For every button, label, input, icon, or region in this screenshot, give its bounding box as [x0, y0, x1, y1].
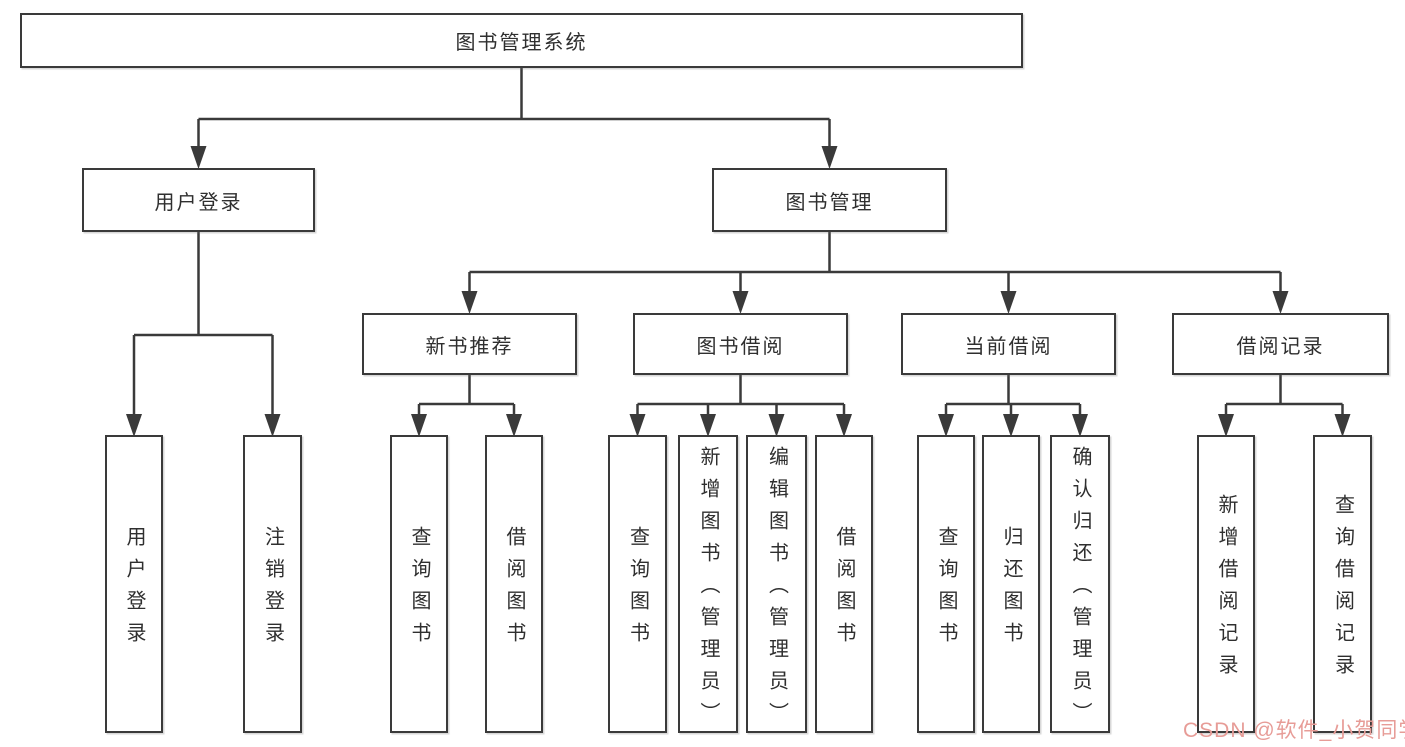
leaf-query-borrow-record: 查询借阅记录: [1313, 435, 1372, 733]
leaf-logout: 注销登录: [243, 435, 302, 733]
node-borrowing-records: 借阅记录: [1172, 313, 1389, 375]
node-label: 归还图书: [1000, 526, 1022, 654]
leaf-query-books-borrowing: 查询图书: [608, 435, 667, 733]
leaf-query-books-current: 查询图书: [917, 435, 975, 733]
leaf-add-borrow-record: 新增借阅记录: [1197, 435, 1255, 733]
node-new-book-recommendation: 新书推荐: [362, 313, 577, 375]
node-label: 注销登录: [261, 526, 284, 654]
node-label: 当前借阅: [964, 335, 1053, 358]
node-label: 查询图书: [935, 526, 957, 654]
node-label: 确认归还（管理员）: [1069, 446, 1091, 734]
node-library-management-system: 图书管理系统: [20, 13, 1023, 68]
node-label: 图书管理: [785, 191, 874, 214]
leaf-add-book-admin: 新增图书（管理员）: [678, 435, 738, 734]
node-label: 用户登录: [154, 191, 243, 214]
node-label: 新增图书（管理员）: [697, 446, 719, 734]
csdn-watermark: CSDN @软件_小贺同学: [1183, 719, 1405, 742]
node-label: 借阅记录: [1236, 335, 1325, 358]
node-label: 借阅图书: [503, 526, 525, 654]
node-label: 新书推荐: [425, 335, 514, 358]
node-label: 查询图书: [626, 526, 649, 654]
leaf-user-login: 用户登录: [105, 435, 163, 733]
leaf-confirm-return-admin: 确认归还（管理员）: [1050, 435, 1110, 734]
node-label: 用户登录: [123, 526, 145, 654]
leaf-query-books-recommend: 查询图书: [390, 435, 448, 733]
leaf-borrow-books-borrowing: 借阅图书: [815, 435, 873, 733]
node-label: 借阅图书: [833, 526, 855, 654]
node-book-management: 图书管理: [712, 168, 947, 232]
leaf-return-books: 归还图书: [982, 435, 1040, 733]
node-label: 查询借阅记录: [1331, 494, 1354, 686]
node-label: 查询图书: [408, 526, 430, 654]
node-user-login: 用户登录: [82, 168, 315, 232]
node-label: 图书借阅: [696, 335, 785, 358]
node-label: 新增借阅记录: [1215, 494, 1237, 686]
leaf-borrow-books-recommend: 借阅图书: [485, 435, 543, 733]
node-current-borrowing: 当前借阅: [901, 313, 1116, 375]
leaf-edit-book-admin: 编辑图书（管理员）: [746, 435, 807, 734]
node-label: 编辑图书（管理员）: [765, 446, 788, 734]
node-book-borrowing: 图书借阅: [633, 313, 848, 375]
node-label: 图书管理系统: [455, 32, 588, 54]
